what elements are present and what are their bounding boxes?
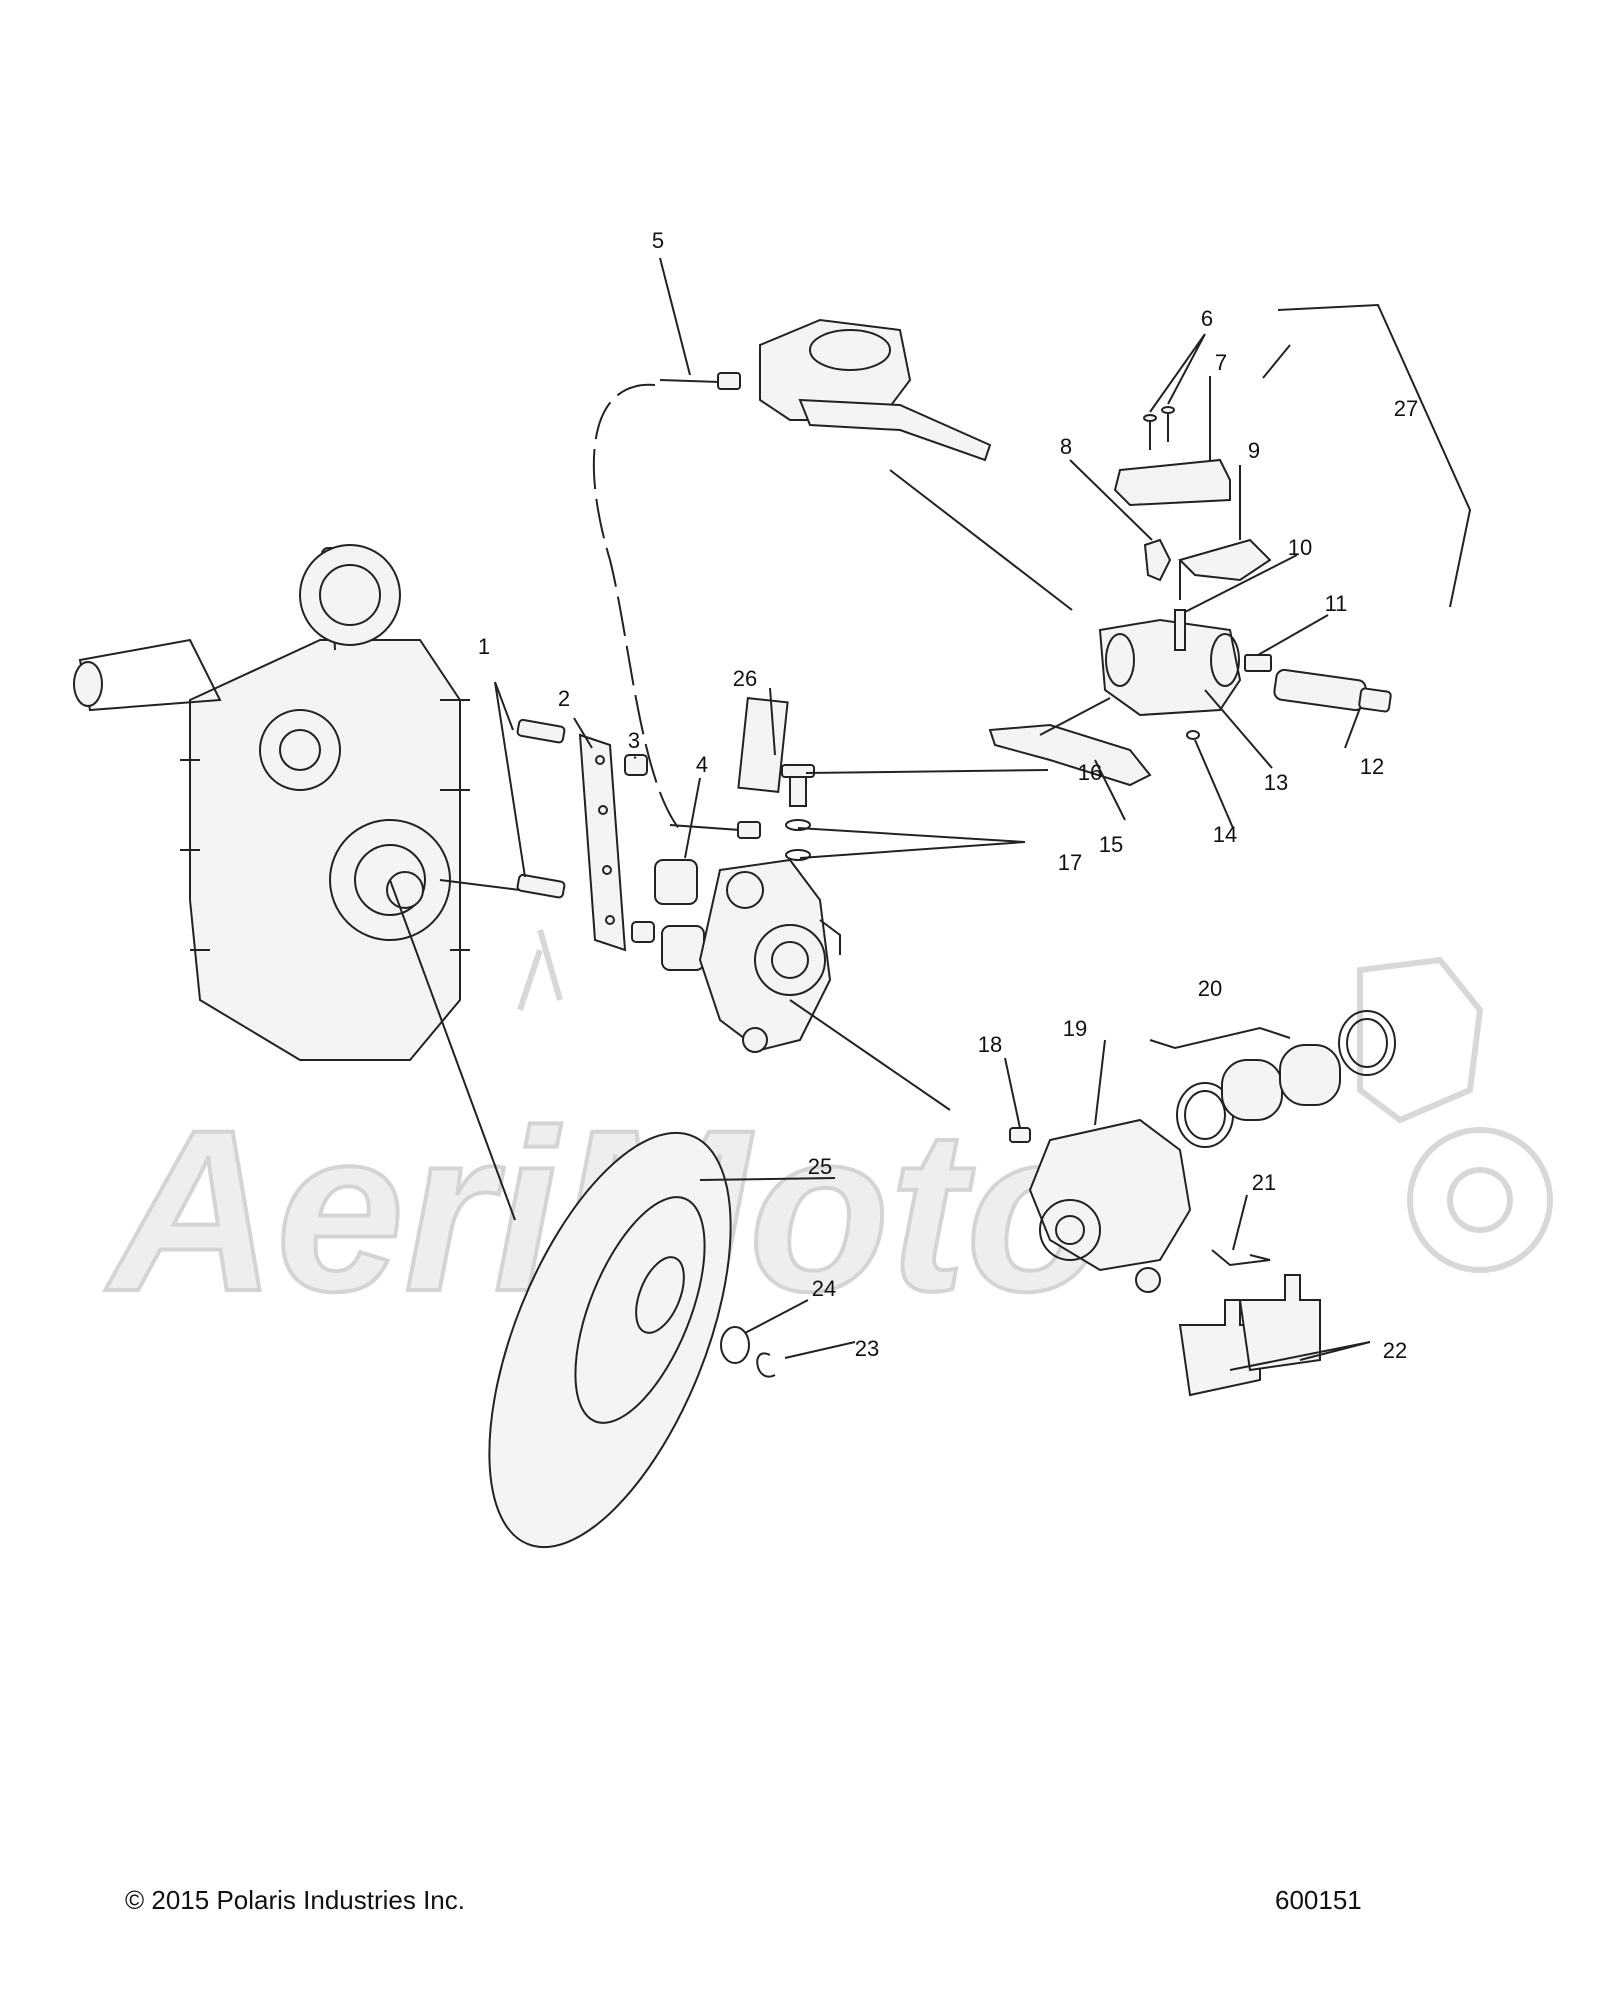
callout-19: 19 [1063, 1016, 1087, 1041]
pad-retaining-pin [1211, 1249, 1271, 1267]
callout-27: 27 [1394, 396, 1418, 421]
spacers [654, 859, 705, 971]
brake-disc [488, 1131, 732, 1549]
callout-5: 5 [652, 228, 664, 253]
diagram-number: 600151 [1275, 1885, 1362, 1915]
callout-22: 22 [1383, 1338, 1407, 1363]
nuts [624, 754, 655, 943]
rear-brake-caliper [698, 858, 841, 1053]
bleeder-screw [781, 764, 815, 861]
callout-26: 26 [733, 666, 757, 691]
disc-washer [720, 1326, 750, 1364]
mounting-plate [578, 733, 627, 952]
piston-assembly [1273, 668, 1392, 713]
callout-1: 1 [478, 634, 490, 659]
warning-label [737, 697, 789, 793]
switch-small [1244, 654, 1272, 672]
reservoir-cover [1113, 458, 1231, 507]
callout-10: 10 [1288, 535, 1312, 560]
master-cylinder-assembly [759, 318, 992, 462]
brake-pads [1178, 1274, 1321, 1397]
callout-9: 9 [1248, 438, 1260, 463]
callout-numbers: 1 2 3 4 5 6 7 8 9 10 11 12 13 14 15 16 1… [478, 228, 1418, 1363]
front-brake-caliper [1028, 1118, 1192, 1293]
parking-brake-lever [1178, 538, 1272, 600]
callout-16: 16 [1078, 760, 1102, 785]
callout-23: 23 [855, 1336, 879, 1361]
brake-switch [1143, 538, 1172, 582]
callout-11: 11 [1325, 591, 1348, 616]
caliper-pistons [1176, 1010, 1396, 1148]
mounting-bolts [516, 718, 566, 899]
circlip-small [1186, 730, 1200, 740]
transmission-housing [73, 544, 470, 1061]
brake-lever [988, 723, 1152, 787]
callout-15: 15 [1099, 832, 1123, 857]
callout-18: 18 [978, 1032, 1002, 1057]
callout-7: 7 [1215, 350, 1227, 375]
pivot-bolt [1174, 609, 1186, 651]
callout-12: 12 [1360, 754, 1384, 779]
callout-8: 8 [1060, 434, 1072, 459]
callout-14: 14 [1213, 822, 1237, 847]
cover-screws [1143, 406, 1175, 450]
callout-4: 4 [696, 752, 708, 777]
callout-17: 17 [1058, 850, 1082, 875]
snap-ring [756, 1352, 776, 1378]
caliper-bleeder [1009, 1127, 1031, 1143]
callout-13: 13 [1264, 770, 1288, 795]
callout-3: 3 [628, 728, 640, 753]
leader-lines [389, 257, 1472, 1371]
callout-21: 21 [1252, 1170, 1276, 1195]
callout-2: 2 [558, 686, 570, 711]
callout-6: 6 [1201, 306, 1213, 331]
master-cylinder-body [1098, 618, 1242, 717]
callout-24: 24 [812, 1276, 836, 1301]
hose-fitting [659, 372, 761, 839]
brake-hose [592, 383, 681, 831]
copyright-text: © 2015 Polaris Industries Inc. [125, 1885, 465, 1915]
callout-20: 20 [1198, 976, 1222, 1001]
callout-25: 25 [808, 1154, 832, 1179]
